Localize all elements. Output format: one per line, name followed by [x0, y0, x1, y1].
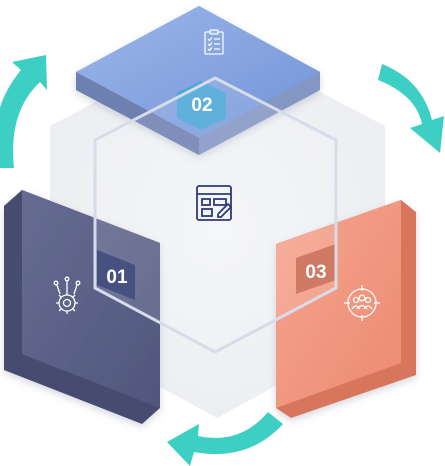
blueprint-icon [196, 185, 233, 221]
step-01-highlight [97, 250, 135, 300]
step-01-block [4, 190, 160, 424]
step-03-number: 03 [305, 262, 326, 283]
arrow-top-left [0, 55, 47, 168]
step-02-highlight [177, 81, 226, 130]
step-02-block [76, 6, 320, 155]
arrow-top-right [378, 64, 444, 153]
center-outline-hexagon [93, 76, 338, 354]
cycle-arrows [0, 55, 444, 466]
checklist-icon [204, 29, 224, 55]
team-target-icon [344, 285, 380, 321]
step-01-number: 01 [106, 267, 128, 288]
step-02-number: 02 [191, 95, 212, 116]
step-03-highlight [296, 244, 336, 294]
arrow-bottom [167, 412, 283, 466]
gear-network-icon [53, 276, 81, 314]
